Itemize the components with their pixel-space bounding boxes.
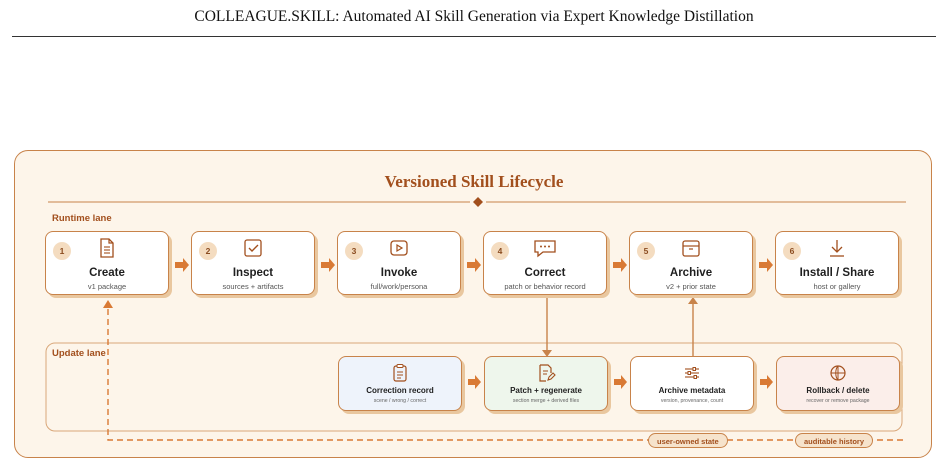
step-sub: patch or behavior record [504,282,586,291]
update-sub: recover or remove package [806,398,870,404]
edit-document-icon [485,363,607,383]
play-icon [338,237,460,259]
clipboard-icon [339,363,461,383]
correct-to-patch-head [542,350,552,357]
step-correct: 4 Correct patch or behavior record [483,231,607,295]
update-name: Correction record [366,386,434,395]
step-number: 3 [345,242,363,260]
update-arrows [468,375,773,389]
page-header-title: COLLEAGUE.SKILL: Automated AI Skill Gene… [194,8,754,25]
download-icon [776,237,898,259]
step-sub: sources + artifacts [222,282,284,291]
dashed-loop-head [103,300,113,308]
pill-auditable-history: auditable history [795,433,874,448]
diagram-title: Versioned Skill Lifecycle [384,172,564,191]
header-rule [12,36,936,37]
step-sub: full/work/persona [370,282,428,291]
step-inspect: 2 Inspect sources + artifacts [191,231,315,295]
update-name: Rollback / delete [806,386,870,395]
update-name: Archive metadata [658,386,726,395]
update-sub: version, provenance, count [660,398,724,404]
step-number: 5 [637,242,655,260]
dashed-loop [107,308,903,441]
step-number: 4 [491,242,509,260]
step-create: 1 Create v1 package [45,231,169,295]
step-name: Correct [524,267,566,279]
document-icon [46,237,168,259]
step-archive: 5 Archive v2 + prior state [629,231,753,295]
runtime-lane-label: Runtime lane [52,213,112,224]
checkbox-icon [192,237,314,259]
step-name: Inspect [232,267,274,279]
step-name: Invoke [380,267,418,279]
update-rollback-delete: Rollback / delete recover or remove pack… [776,356,900,411]
update-sub: scene / wrong / correct [373,398,427,404]
step-name: Install / Share [799,267,875,279]
update-correction-record: Correction record scene / wrong / correc… [338,356,462,411]
step-install-share: 6 Install / Share host or gallery [775,231,899,295]
runtime-arrows [175,258,773,272]
update-name: Patch + regenerate [510,386,582,395]
chat-bubble-icon [484,237,606,259]
globe-icon [777,363,899,383]
page-header: COLLEAGUE.SKILL: Automated AI Skill Gene… [0,0,948,37]
step-number: 6 [783,242,801,260]
update-archive-metadata: Archive metadata version, provenance, co… [630,356,754,411]
step-sub: v1 package [87,282,127,291]
update-sub: section merge + derived files [512,398,580,404]
pill-user-owned-state: user-owned state [648,433,728,448]
step-name: Archive [669,267,713,279]
sliders-icon [631,363,753,383]
step-sub: host or gallery [813,282,861,291]
title-diamond [473,197,483,207]
step-number: 1 [53,242,71,260]
metadata-to-archive-head [688,297,698,304]
step-number: 2 [199,242,217,260]
update-patch-regenerate: Patch + regenerate section merge + deriv… [484,356,608,411]
update-lane-label: Update lane [52,348,106,359]
step-name: Create [89,267,125,279]
update-lane-box [45,342,903,432]
step-sub: v2 + prior state [666,282,716,291]
archive-box-icon [630,237,752,259]
step-invoke: 3 Invoke full/work/persona [337,231,461,295]
